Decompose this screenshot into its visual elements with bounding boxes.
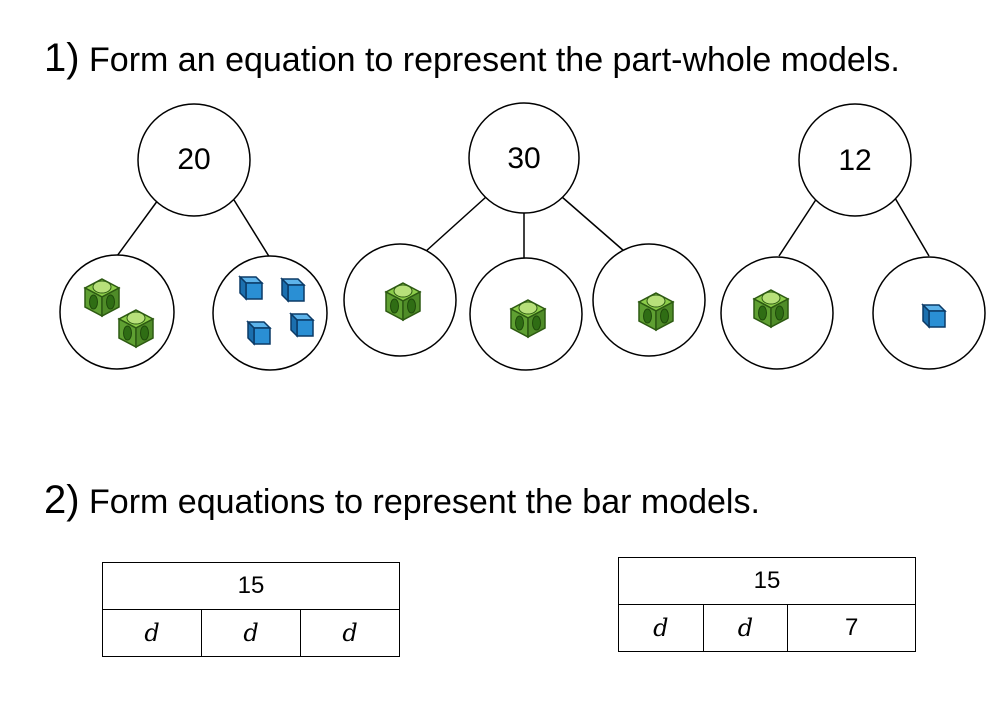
whole-value: 20: [177, 143, 210, 176]
question-2-number: 2): [44, 478, 80, 522]
question-2-text: Form equations to represent the bar mode…: [89, 483, 760, 521]
question-1-text: Form an equation to represent the part-w…: [89, 41, 900, 79]
bar-total: 15: [618, 557, 916, 605]
question-1-title: 1) Form an equation to represent the par…: [44, 36, 900, 81]
part-circle: [212, 255, 328, 371]
part-whole-model-2: 30: [343, 102, 706, 371]
bar-part: d: [618, 604, 704, 652]
bar-model-2: 15 d d 7: [618, 557, 916, 652]
part-whole-model-3: 12: [720, 103, 986, 370]
bar-part: d: [300, 609, 400, 657]
part-whole-model-1: 20: [59, 103, 328, 371]
bar-part: d: [201, 609, 301, 657]
part-circle: [59, 254, 175, 370]
question-2-title: 2) Form equations to represent the bar m…: [44, 478, 760, 523]
question-1-number: 1): [44, 36, 80, 80]
whole-circle: [137, 103, 251, 217]
bar-total: 15: [102, 562, 400, 610]
whole-circle: [798, 103, 912, 217]
bar-part: 7: [787, 604, 916, 652]
bar-part: d: [702, 604, 789, 652]
bar-model-1: 15 d d d: [102, 562, 400, 657]
whole-value: 12: [838, 144, 871, 177]
whole-circle: [468, 102, 580, 214]
bar-part: d: [102, 609, 202, 657]
whole-value: 30: [507, 142, 540, 175]
